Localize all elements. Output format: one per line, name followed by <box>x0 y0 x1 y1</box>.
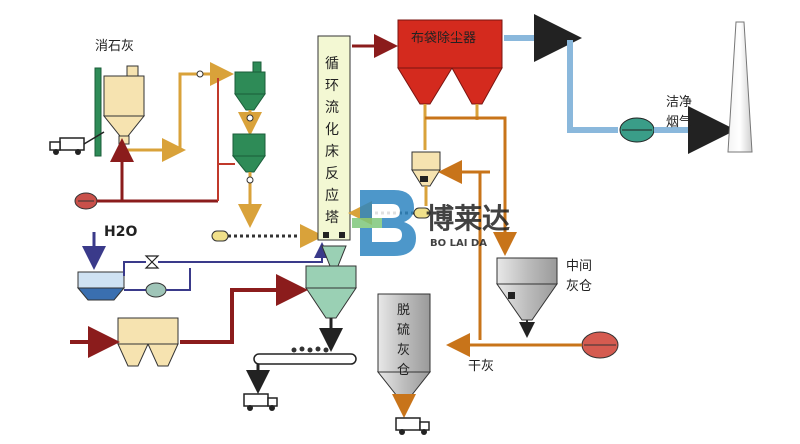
recycle-hopper <box>411 151 441 187</box>
green-cyclone-lower <box>231 133 266 173</box>
reactor-label-5: 床 <box>325 144 339 160</box>
water-tank <box>76 271 126 301</box>
ash-bin-label-4: 仓 <box>397 363 410 378</box>
water-pump <box>145 282 167 298</box>
clean-gas-label-2: 烟气 <box>666 114 692 130</box>
boiler-hoppers <box>117 317 179 367</box>
reactor-bottom-venturi <box>305 245 357 352</box>
ash-bin-label-2: 硫 <box>397 323 410 338</box>
middle-ash-bin <box>496 257 558 338</box>
ash-bin-label-1: 脱 <box>397 303 410 318</box>
dry-ash-label: 干灰 <box>468 359 494 374</box>
water-valve <box>144 255 160 269</box>
lime-label: 消石灰 <box>95 39 134 54</box>
reactor-label-6: 反 <box>325 166 339 182</box>
reactor-label-2: 环 <box>325 78 339 94</box>
cfb-reactor-tower <box>317 35 351 241</box>
conveyor-truck <box>243 393 278 411</box>
ash-bin-label-3: 灰 <box>397 343 410 358</box>
reactor-label-8: 塔 <box>325 210 339 226</box>
green-cyclone-upper <box>234 61 266 111</box>
clean-gas-label-1: 洁净 <box>666 95 692 110</box>
conveying-fan <box>581 331 619 359</box>
lime-silo <box>94 65 146 157</box>
ash-truck <box>395 417 430 435</box>
watermark-subtext: BO LAI DA <box>430 238 487 249</box>
screw-feeder <box>211 230 308 242</box>
id-fan <box>619 117 655 143</box>
reactor-label-3: 流 <box>325 100 339 116</box>
baghouse-label: 布袋除尘器 <box>411 31 476 46</box>
reactor-label-1: 循 <box>325 56 339 72</box>
reactor-label-7: 应 <box>325 187 339 204</box>
desulfurization-ash-bin <box>376 293 432 418</box>
middle-bin-label-1: 中间 <box>566 259 592 274</box>
water-label: H2O <box>104 224 137 240</box>
bolaida-watermark-logo <box>352 190 416 256</box>
chimney-stack <box>727 21 753 153</box>
ash-conveyor <box>253 346 357 365</box>
bag-filter <box>397 19 503 105</box>
watermark-text: 博莱达 <box>426 202 510 235</box>
air-fan <box>74 192 98 210</box>
reactor-label-4: 化 <box>325 122 339 138</box>
middle-bin-label-2: 灰仓 <box>566 279 592 294</box>
lime-supply-truck <box>49 131 105 155</box>
